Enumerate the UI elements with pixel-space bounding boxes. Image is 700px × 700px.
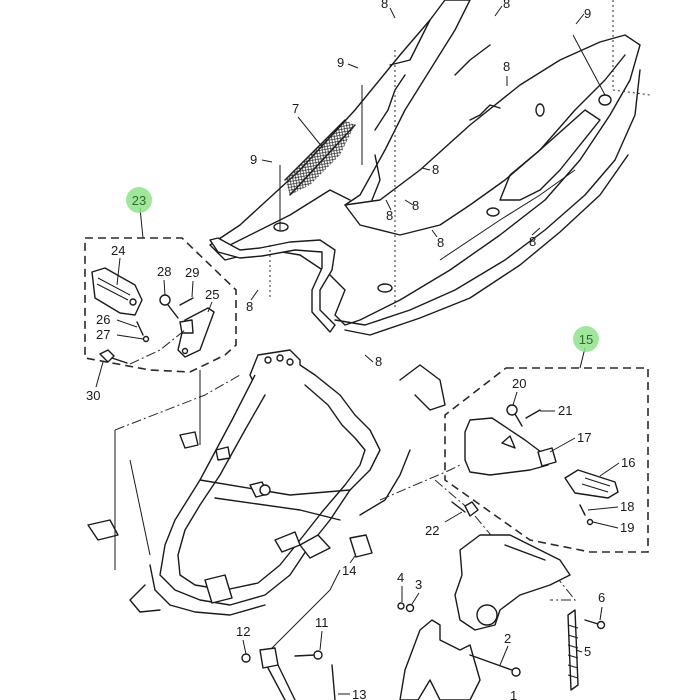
callout-28[interactable]: 28 xyxy=(157,264,171,279)
footrest-24 xyxy=(91,267,143,316)
callout-30[interactable]: 30 xyxy=(86,388,100,403)
callout-8[interactable]: 8 xyxy=(381,0,388,11)
callout-27[interactable]: 27 xyxy=(96,327,110,342)
assembly-23-group xyxy=(84,207,237,373)
callout-8[interactable]: 8 xyxy=(437,235,444,250)
callout-18[interactable]: 18 xyxy=(620,499,634,514)
callout-leaders xyxy=(95,5,620,695)
callout-8[interactable]: 8 xyxy=(503,0,510,11)
callout-20[interactable]: 20 xyxy=(512,376,526,391)
callout-8[interactable]: 8 xyxy=(529,234,536,249)
callout-8[interactable]: 8 xyxy=(375,354,382,369)
frame xyxy=(87,349,446,616)
assembly-badge-15[interactable]: 15 xyxy=(573,326,599,352)
badge-label: 23 xyxy=(132,193,146,208)
callout-4[interactable]: 4 xyxy=(397,570,404,585)
callout-2[interactable]: 2 xyxy=(504,631,511,646)
callout-21[interactable]: 21 xyxy=(558,403,572,418)
rear-body-cover xyxy=(209,0,641,336)
callout-9[interactable]: 9 xyxy=(250,152,257,167)
callout-12[interactable]: 12 xyxy=(236,624,250,639)
callout-16[interactable]: 16 xyxy=(621,455,635,470)
callout-29[interactable]: 29 xyxy=(185,265,199,280)
callout-7[interactable]: 7 xyxy=(292,101,299,116)
assembly-15-group xyxy=(444,347,649,553)
callout-11[interactable]: 11 xyxy=(315,615,329,630)
callout-17[interactable]: 17 xyxy=(577,430,591,445)
callout-14[interactable]: 14 xyxy=(342,563,356,578)
callout-8[interactable]: 8 xyxy=(432,162,439,177)
callout-3[interactable]: 3 xyxy=(415,577,422,592)
callout-5[interactable]: 5 xyxy=(584,644,591,659)
callout-8[interactable]: 8 xyxy=(386,208,393,223)
stand-assembly xyxy=(241,534,606,700)
callout-8[interactable]: 8 xyxy=(412,198,419,213)
assembly-badge-23[interactable]: 23 xyxy=(126,187,152,213)
callouts: 8 8 9 9 8 7 9 8 8 8 8 8 8 8 24 28 29 25 … xyxy=(86,0,635,700)
assembly-leader-lines xyxy=(114,0,651,656)
callout-8[interactable]: 8 xyxy=(503,59,510,74)
callout-13[interactable]: 13 xyxy=(352,687,366,700)
callout-8[interactable]: 8 xyxy=(246,299,253,314)
callout-26[interactable]: 26 xyxy=(96,312,110,327)
callout-1[interactable]: 1 xyxy=(510,688,517,700)
badge-label: 15 xyxy=(579,332,593,347)
highlight-circle xyxy=(126,187,152,213)
highlight-circle xyxy=(573,326,599,352)
callout-6[interactable]: 6 xyxy=(598,590,605,605)
callout-25[interactable]: 25 xyxy=(205,287,219,302)
callout-9[interactable]: 9 xyxy=(337,55,344,70)
callout-19[interactable]: 19 xyxy=(620,520,634,535)
callout-9[interactable]: 9 xyxy=(584,6,591,21)
callout-22[interactable]: 22 xyxy=(425,523,439,538)
callout-24[interactable]: 24 xyxy=(111,243,125,258)
